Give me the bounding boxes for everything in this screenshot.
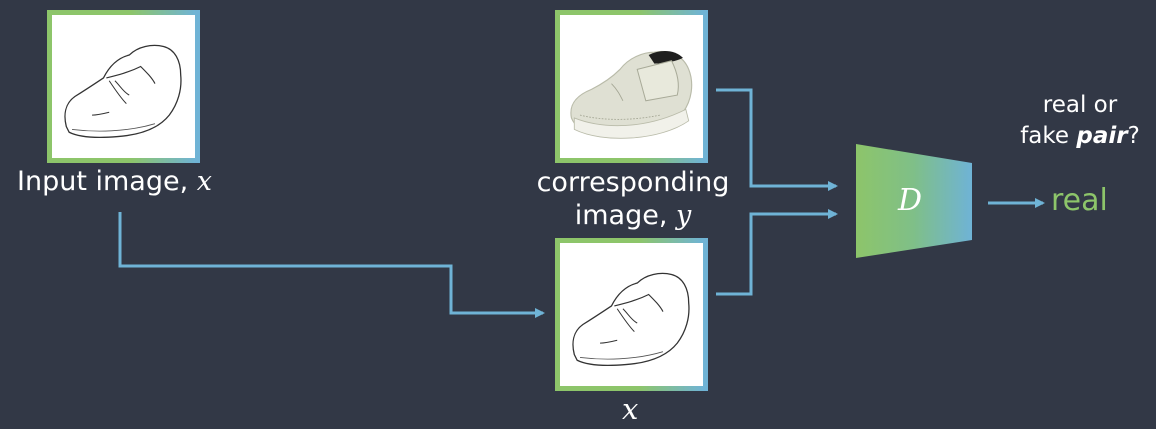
paired-sketch-caption: x [622, 392, 639, 426]
corresponding-caption-line2: image, y [533, 199, 733, 232]
paired-sketch-image [555, 238, 708, 391]
x-to-discriminator-wire [716, 209, 838, 296]
question-suffix: ? [1127, 123, 1140, 149]
question-line1: real or [1042, 92, 1118, 118]
corresponding-photo-image [555, 10, 708, 163]
discriminator-block [856, 144, 972, 258]
input-caption-text: Input image, [17, 166, 197, 197]
question-emphasis: pair [1076, 123, 1128, 149]
input-caption-var: x [196, 166, 212, 197]
input-sketch-image [47, 10, 200, 163]
shoe-sketch-icon [64, 44, 182, 138]
real-or-fake-question: real or fake pair? [1010, 90, 1150, 152]
corresponding-caption-text: image, [574, 200, 676, 231]
question-line2: fake pair? [1010, 121, 1150, 152]
shoe-sketch-icon [572, 272, 690, 366]
discriminator-label: D [898, 183, 923, 218]
corresponding-caption-var: y [676, 200, 692, 231]
shoe-photo-icon [560, 15, 703, 158]
input-to-pair-wire [118, 212, 545, 318]
output-real-label: real [1051, 183, 1108, 218]
y-to-discriminator-wire [716, 88, 838, 191]
question-prefix: fake [1020, 123, 1077, 149]
corresponding-caption-line1: corresponding [536, 167, 730, 198]
corresponding-image-caption: corresponding image, y [533, 166, 733, 232]
input-image-caption: Input image, x [17, 166, 212, 198]
